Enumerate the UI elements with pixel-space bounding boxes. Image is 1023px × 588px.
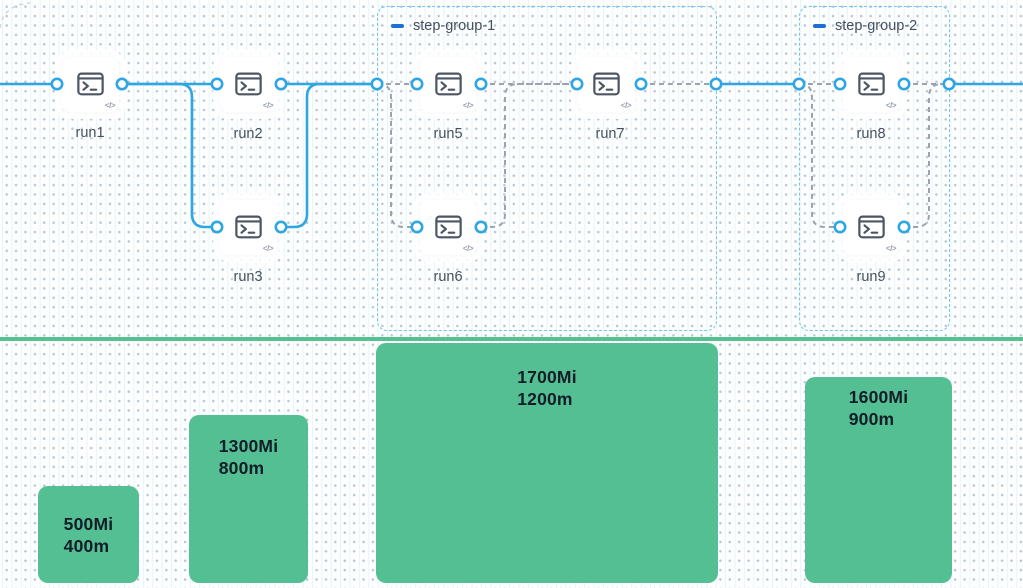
workflow-boundary-corner [0,2,31,29]
port-run1-in[interactable] [50,77,64,91]
terminal-icon [858,72,885,96]
code-icon: </> [262,244,274,253]
edge-run3-group1[interactable] [279,82,379,229]
node-run1[interactable]: </> [62,57,119,112]
terminal-icon [235,72,262,96]
terminal-icon [858,215,885,239]
node-label-run8: run8 [856,126,886,142]
step-group-title: step-group-1 [413,18,496,34]
code-icon: </> [620,101,632,110]
node-label-run9: run9 [856,269,886,285]
step-group-title: step-group-2 [835,18,918,34]
collapse-dash-icon[interactable] [813,24,826,28]
divider-line [0,337,1023,341]
node-run3[interactable]: </> [220,200,277,255]
terminal-icon [77,72,104,96]
node-run8[interactable]: </> [843,57,900,112]
node-run6[interactable]: </> [420,200,477,255]
node-run5[interactable]: </> [420,57,477,112]
terminal-icon [435,215,462,239]
node-label-run3: run3 [233,269,263,285]
node-run7[interactable]: </> [578,57,635,112]
code-icon: </> [885,244,897,253]
node-label-run1: run1 [75,125,105,141]
node-run2[interactable]: </> [220,57,277,112]
port-run2-out[interactable] [274,77,288,91]
step-group-2-header: step-group-2 [813,18,917,34]
node-label-run2: run2 [233,126,263,142]
port-run3-out[interactable] [274,220,288,234]
code-icon: </> [462,244,474,253]
node-label-run5: run5 [433,126,463,142]
code-icon: </> [462,101,474,110]
node-run9[interactable]: </> [843,200,900,255]
edge-run1-run3[interactable] [120,82,219,229]
code-icon: </> [262,101,274,110]
node-label-run6: run6 [433,269,463,285]
code-icon: </> [885,101,897,110]
code-icon: </> [104,101,116,110]
terminal-icon [593,72,620,96]
terminal-icon [235,215,262,239]
collapse-dash-icon[interactable] [391,24,404,28]
terminal-icon [435,72,462,96]
step-group-1-header: step-group-1 [391,18,495,34]
step-group-2-container[interactable]: step-group-2 [799,6,950,331]
node-label-run7: run7 [595,126,625,142]
